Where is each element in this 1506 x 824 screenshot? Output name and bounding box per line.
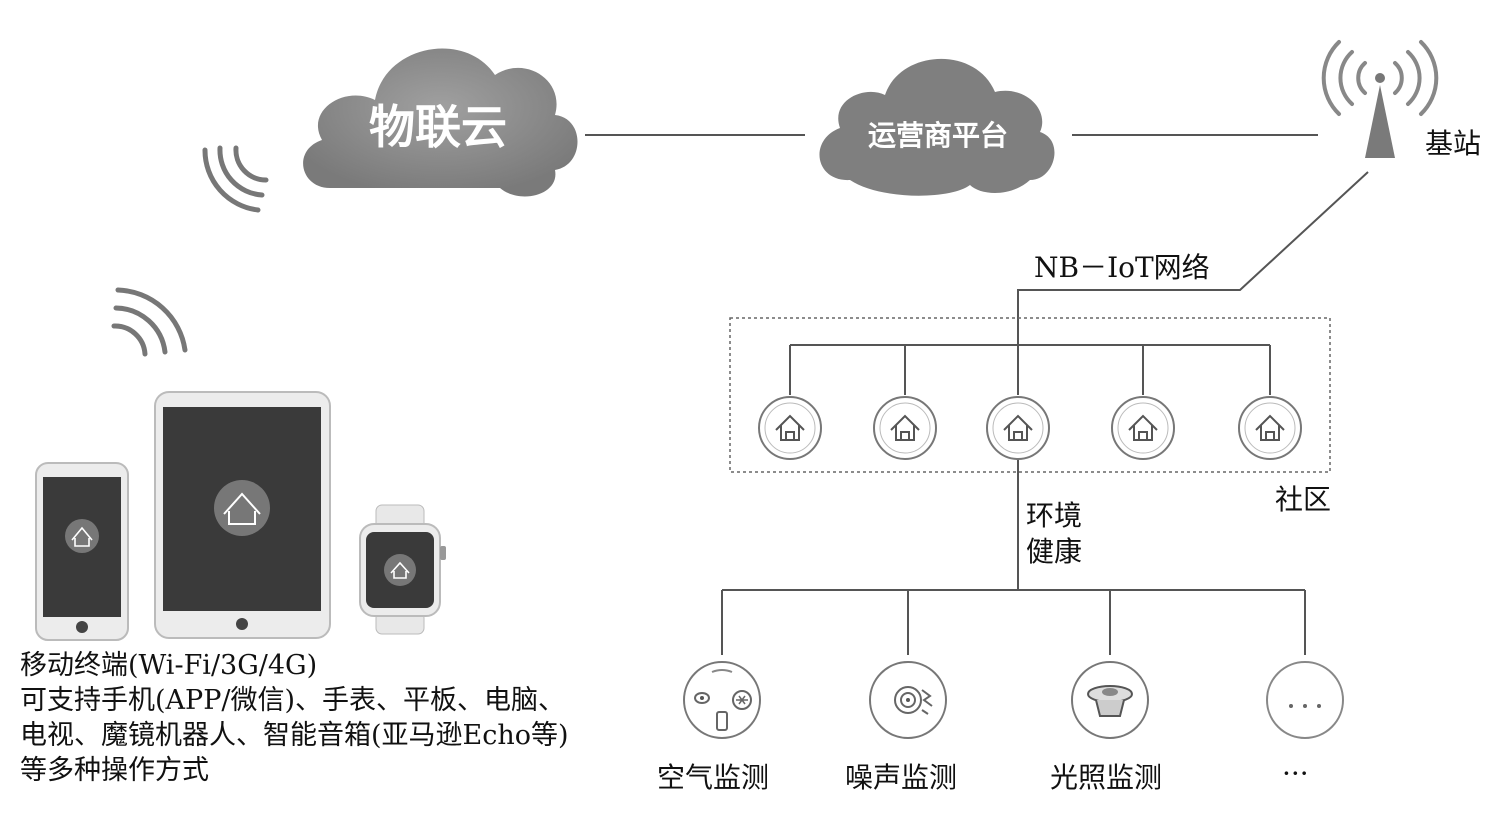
more-monitor-label: ···: [1282, 757, 1309, 790]
light-sensor-icon: [1071, 661, 1149, 739]
caption-line: 移动终端(Wi-Fi/3G/4G): [20, 650, 318, 681]
base-station-icon: [1321, 40, 1439, 158]
house-icon: [1238, 396, 1302, 460]
branch-label-line2: 健康: [1026, 535, 1083, 568]
light-monitor-label: 光照监测: [1050, 761, 1163, 794]
caption-line: 等多种操作方式: [20, 755, 209, 786]
connection-lines: [585, 134, 1369, 655]
wifi-signal-icon: [202, 145, 269, 213]
caption-line: 可支持手机(APP/微信)、手表、平板、电脑、: [20, 685, 565, 716]
noise-sensor-icon: [869, 661, 947, 739]
community-box: [729, 317, 1331, 473]
phone-icon: [35, 462, 129, 641]
caption-line: 电视、魔镜机器人、智能音箱(亚马逊Echo等): [20, 720, 569, 751]
air-monitor-label: 空气监测: [657, 761, 770, 794]
terminals-caption: 移动终端(Wi-Fi/3G/4G) 可支持手机(APP/微信)、手表、平板、电脑…: [20, 648, 569, 788]
noise-monitor-label: 噪声监测: [845, 761, 958, 794]
branch-label-line1: 环境: [1026, 499, 1083, 532]
house-icon: [986, 396, 1050, 460]
iot-cloud-label: 物联云: [369, 100, 507, 154]
house-icon: [758, 396, 822, 460]
house-icon: [1111, 396, 1175, 460]
operator-cloud-label: 运营商平台: [868, 119, 1008, 152]
community-label: 社区: [1275, 483, 1332, 516]
watch-icon: [359, 504, 446, 635]
tablet-icon: [154, 391, 331, 639]
network-label: NB－IoT网络: [1034, 251, 1210, 284]
iot-cloud: 物联云: [303, 48, 578, 197]
wifi-signal-icon: [111, 287, 188, 357]
air-sensor-icon: [683, 661, 761, 739]
operator-cloud: 运营商平台: [819, 58, 1055, 196]
more-icon: [1266, 661, 1344, 739]
base-station-label: 基站: [1425, 127, 1482, 160]
house-icon: [873, 396, 937, 460]
